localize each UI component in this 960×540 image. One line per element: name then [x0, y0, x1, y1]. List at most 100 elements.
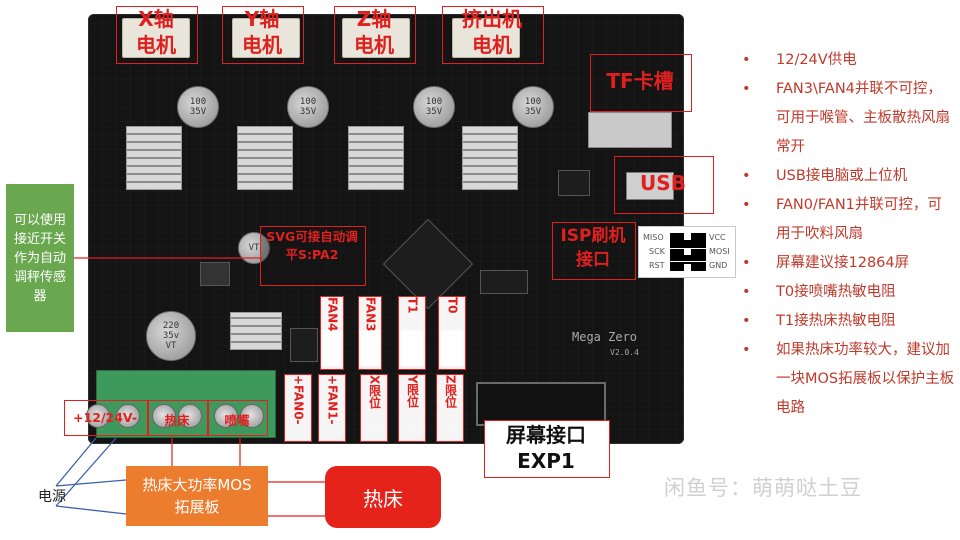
isp-label: ISP刷机接口 — [560, 226, 626, 270]
tf-card-slot — [588, 112, 672, 148]
x-motor-label: X轴 电机 — [116, 6, 196, 58]
e-motor-connector — [452, 18, 520, 58]
capacitor: VT — [238, 232, 270, 264]
nozzle-terminal-box — [208, 400, 268, 436]
screw — [152, 404, 176, 428]
note-item: •12/24V供电 — [742, 52, 857, 68]
mosfet-heatsink — [230, 312, 282, 350]
mosfet — [290, 328, 318, 362]
stepper-driver-heatsink — [462, 126, 518, 190]
screw — [178, 404, 202, 428]
usb-box — [614, 156, 714, 214]
note-text: 12/24V供电 — [776, 52, 857, 68]
servo-label: SVG可接自动调平S:PA2 — [266, 229, 358, 262]
fan0-text: +FAN0- — [291, 375, 306, 425]
y-motor-connector — [232, 18, 300, 58]
isp-pin-mosi: MOSI — [709, 247, 730, 256]
isp-pin-miso: MISO — [643, 233, 664, 242]
isp-pin-gnd: GND — [709, 261, 728, 270]
fan0-label: +FAN0- — [284, 374, 312, 442]
screw — [86, 404, 110, 428]
x-motor-connector — [122, 18, 190, 58]
power-terminal-box — [64, 400, 148, 436]
note-text: 屏幕建议接12864屏 — [776, 255, 910, 271]
note-item: •屏幕建议接12864屏 — [742, 255, 910, 271]
y-motor-box — [222, 6, 304, 64]
note-text: FAN0/FAN1并联可控，可用于吹料风扇 — [776, 197, 942, 242]
hotbed-terminal-label: 热床 — [164, 413, 190, 428]
t0-text: T0 — [445, 297, 460, 314]
usb-port — [626, 172, 674, 200]
stepper-driver-heatsink — [237, 126, 293, 190]
z-endstop-text: Z限位 — [443, 375, 458, 408]
note-text: FAN3\FAN4并联不可控，可用于喉管、主板散热风扇常开 — [776, 81, 950, 155]
fan4-label: FAN4 — [320, 296, 344, 370]
ic-chip — [480, 270, 528, 294]
y-endstop-text: Y限位 — [405, 375, 420, 408]
fan3-label: FAN3 — [358, 296, 382, 370]
fan1-text: +FAN1- — [325, 375, 340, 425]
y-endstop-label: Y限位 — [398, 374, 426, 442]
note-item: •FAN3\FAN4并联不可控，可用于喉管、主板散热风扇常开 — [742, 81, 950, 155]
x-motor-box — [116, 6, 198, 64]
fan3-text: FAN3 — [363, 297, 378, 332]
stepper-driver-heatsink — [126, 126, 182, 190]
hotbed-terminal-box — [148, 400, 208, 436]
sensor-note-box: 可以使用接近开关作为自动调秤传感器 — [6, 184, 74, 332]
extruder-motor-box — [442, 6, 544, 64]
screw — [116, 404, 140, 428]
isp-pin-vcc: VCC — [709, 233, 726, 242]
power-terminal-label: +12/24V- — [73, 410, 137, 425]
motor-label-line1: X轴 — [138, 7, 174, 31]
mos-board-box: 热床大功率MOS拓展板 — [126, 466, 268, 526]
notes-list: •12/24V供电 •FAN3\FAN4并联不可控，可用于喉管、主板散热风扇常开… — [742, 46, 956, 423]
isp-pin-grid — [670, 233, 706, 271]
tf-slot-box — [590, 54, 692, 112]
sensor-note-text: 可以使用接近开关作为自动调秤传感器 — [13, 212, 66, 304]
motor-label-line2: 电机 — [354, 33, 394, 57]
nozzle-terminal-label: 喷嘴 — [224, 413, 250, 428]
screw — [214, 404, 238, 428]
board-version-text: V2.0.4 — [610, 348, 639, 357]
motor-label-line1: Z轴 — [356, 7, 392, 31]
motor-label-line2: 电机 — [472, 33, 512, 57]
x-endstop-label: X限位 — [360, 374, 388, 442]
motor-label-line1: Y轴 — [244, 7, 280, 31]
z-motor-label: Z轴 电机 — [334, 6, 414, 58]
t1-text: T1 — [405, 297, 420, 314]
screw — [240, 404, 264, 428]
isp-box — [552, 222, 636, 280]
note-item: •USB接电脑或上位机 — [742, 168, 908, 184]
extruder-motor-label: 挤出机 电机 — [442, 6, 542, 58]
hotbed-box: 热床 — [325, 466, 441, 528]
fan4-text: FAN4 — [325, 297, 340, 332]
z-motor-box — [334, 6, 416, 64]
isp-pin-sck: SCK — [649, 247, 665, 256]
inductor — [200, 262, 230, 286]
t1-label: T1 — [398, 296, 426, 370]
t0-label: T0 — [438, 296, 466, 370]
exp1-line2: EXP1 — [517, 449, 575, 473]
stepper-driver-heatsink — [348, 126, 404, 190]
usb-label: USB — [640, 171, 686, 195]
y-motor-label: Y轴 电机 — [222, 6, 302, 58]
exp1-header — [476, 382, 606, 426]
fan1-label: +FAN1- — [318, 374, 346, 442]
note-text: T1接热床热敏电阻 — [776, 313, 896, 329]
note-text: 如果热床功率较大，建议加一块MOS拓展板以保护主板电路 — [776, 342, 955, 416]
note-item: •如果热床功率较大，建议加一块MOS拓展板以保护主板电路 — [742, 342, 955, 416]
board-brand-text: Mega Zero — [572, 330, 638, 344]
z-endstop-label: Z限位 — [436, 374, 464, 442]
note-item: •T0接喷嘴热敏电阻 — [742, 284, 896, 300]
z-motor-connector — [342, 18, 410, 58]
exp1-box — [484, 420, 610, 478]
isp-pinout-diagram: MISO SCK RST VCC MOSI GND — [638, 226, 736, 278]
motor-label-line2: 电机 — [136, 33, 176, 57]
mos-board-label: 热床大功率MOS拓展板 — [142, 476, 252, 516]
